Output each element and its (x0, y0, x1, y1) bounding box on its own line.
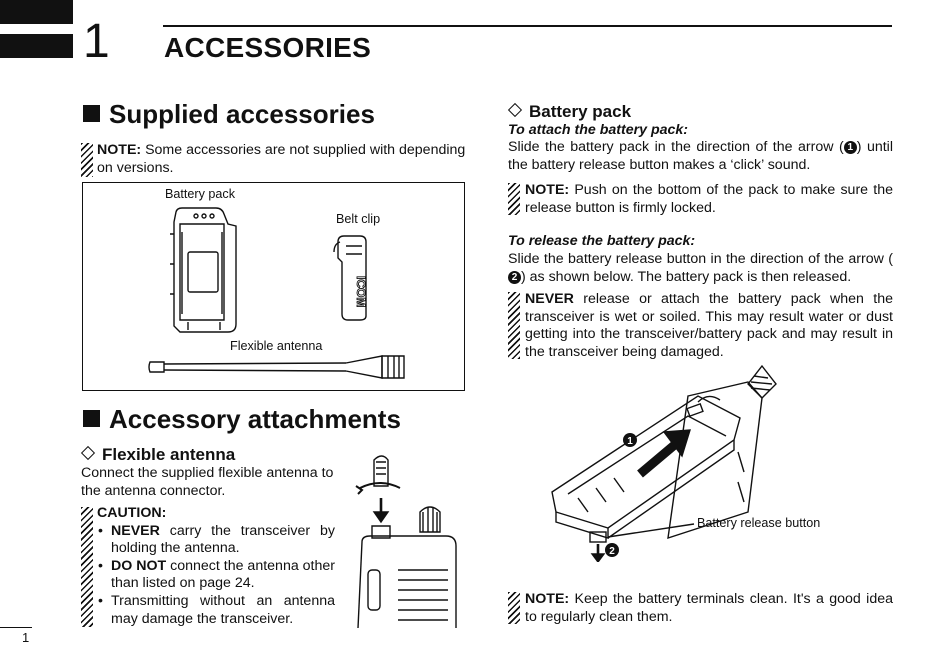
caution-label: CAUTION: (97, 505, 167, 521)
note-text: Some accessories are not supplied with d… (97, 142, 466, 176)
svg-text:ICOM: ICOM (354, 276, 368, 307)
caution-hatch-icon (81, 507, 93, 627)
battery-pack-image (170, 207, 237, 333)
diamond-bullet-icon (80, 445, 96, 461)
caution-block: CAUTION: NEVER carry the transceiver by … (97, 505, 335, 628)
release-title: To release the battery pack: (508, 233, 696, 249)
attachments-heading-text: Accessory attachments (109, 404, 401, 434)
flexible-antenna-heading: Flexible antenna (80, 445, 235, 465)
antenna-attach-image (355, 455, 457, 628)
flexible-antenna-heading-text: Flexible antenna (102, 445, 236, 464)
battery-note-1: NOTE: Push on the bottom of the pack to … (525, 182, 893, 216)
square-bullet-icon (83, 105, 100, 122)
battery-release-button-label: Battery release button (697, 516, 821, 530)
flexible-antenna-image (148, 355, 405, 379)
battery-pack-heading-text: Battery pack (529, 102, 632, 121)
callout-2-label: 2 (609, 546, 615, 557)
battery-release-image: 1 2 (551, 364, 777, 562)
arrow-1-badge: 1 (843, 141, 857, 154)
square-bullet-icon (83, 410, 100, 427)
diamond-bullet-icon (507, 102, 523, 118)
header-rule (163, 25, 892, 27)
flexible-antenna-body: Connect the supplied flexible antenna to… (81, 465, 334, 499)
header-bar-bottom (0, 34, 73, 58)
note-hatch-icon (508, 183, 520, 215)
chapter-title: ACCESSORIES (164, 32, 372, 63)
note-hatch-icon (81, 143, 93, 177)
arrow-2-badge: 2 (508, 270, 521, 284)
belt-clip-image: ICOM (333, 235, 368, 321)
battery-pack-heading: Battery pack (507, 102, 631, 122)
note-hatch-icon (508, 592, 520, 624)
header-bar-top (0, 0, 73, 24)
footer-rule (0, 627, 32, 628)
attach-title: To attach the battery pack: (508, 122, 689, 138)
supplied-heading-text: Supplied accessories (109, 99, 375, 129)
attach-body: Slide the battery pack in the direction … (508, 139, 893, 173)
list-item: NEVER carry the transceiver by holding t… (97, 523, 335, 558)
flexible-antenna-label: Flexible antenna (230, 339, 323, 353)
battery-warning: NEVER release or attach the battery pack… (525, 291, 893, 360)
chapter-number: 1 (83, 15, 110, 68)
warning-hatch-icon (508, 292, 520, 359)
page-number: 1 (22, 630, 30, 645)
attachments-heading: Accessory attachments (83, 404, 401, 435)
accessories-figure-box (82, 182, 465, 391)
belt-clip-label: Belt clip (336, 212, 381, 226)
supplied-heading: Supplied accessories (83, 99, 375, 130)
note-label: NOTE: (97, 142, 142, 158)
list-item: DO NOT connect the antenna other than li… (97, 558, 335, 593)
battery-pack-label: Battery pack (165, 187, 235, 201)
callout-1-label: 1 (627, 436, 633, 447)
caution-list: NEVER carry the transceiver by holding t… (97, 523, 335, 629)
battery-note-2: NOTE: Keep the battery terminals clean. … (525, 591, 893, 625)
list-item: Transmitting without an antenna may dama… (97, 593, 335, 628)
supplied-note: NOTE: Some accessories are not supplied … (97, 142, 469, 177)
release-body: Slide the battery release button in the … (508, 251, 893, 285)
